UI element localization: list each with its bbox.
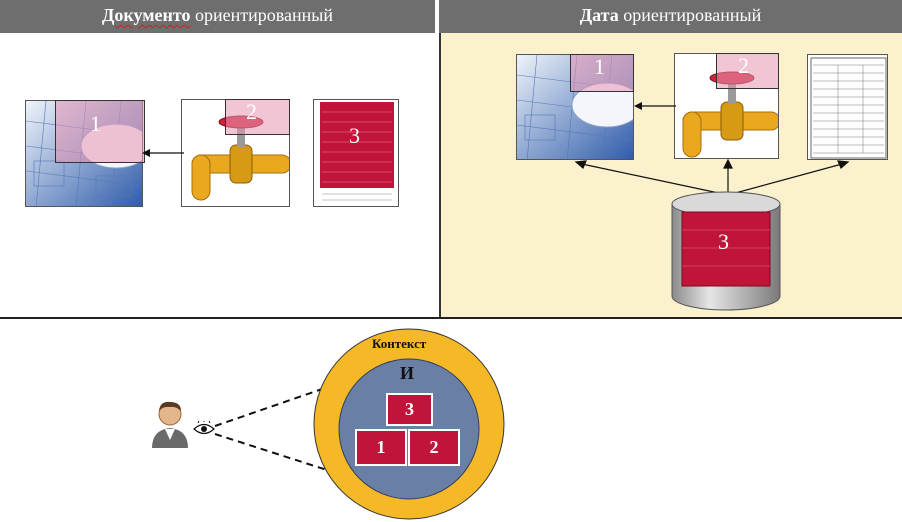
overlay-box-1 — [570, 54, 634, 92]
document-image — [313, 99, 399, 207]
database-cylinder — [671, 191, 781, 311]
eye-icon — [193, 421, 215, 435]
arrow-pipe-to-blueprint — [142, 149, 184, 157]
label-1: 1 — [90, 111, 101, 136]
arrows-db-to-items — [574, 158, 850, 196]
header-rest: ориентированный — [618, 5, 762, 25]
header-bold-word: Дата — [579, 5, 619, 25]
context-block-1: 1 — [355, 429, 407, 466]
document-oriented-header: Документо ориентированный — [0, 0, 435, 33]
user-avatar-icon — [152, 401, 188, 448]
context-label: Контекст — [372, 336, 427, 351]
header-rest: ориентированный — [190, 5, 333, 25]
arrow-pipe-to-blueprint — [634, 102, 676, 110]
context-block-3: 3 — [386, 393, 433, 426]
overlay-box-2 — [225, 99, 290, 135]
info-label: И — [400, 363, 415, 383]
context-block-2: 2 — [408, 429, 460, 466]
pipe-valve-icon — [191, 115, 289, 201]
label-1: 1 — [594, 54, 605, 79]
label-2: 2 — [246, 99, 257, 124]
overlay-box-1 — [55, 100, 145, 163]
label-3: 3 — [349, 123, 360, 148]
label-3: 3 — [718, 229, 729, 254]
label-2: 2 — [738, 53, 749, 78]
form-document-image — [807, 54, 888, 160]
document-icon — [320, 102, 394, 201]
overlay-box-2 — [716, 53, 779, 89]
header-bold-word: Документо — [102, 5, 191, 25]
section-divider — [0, 317, 902, 319]
data-oriented-header: Дата ориентированный — [439, 0, 902, 33]
form-document-icon — [810, 57, 887, 159]
